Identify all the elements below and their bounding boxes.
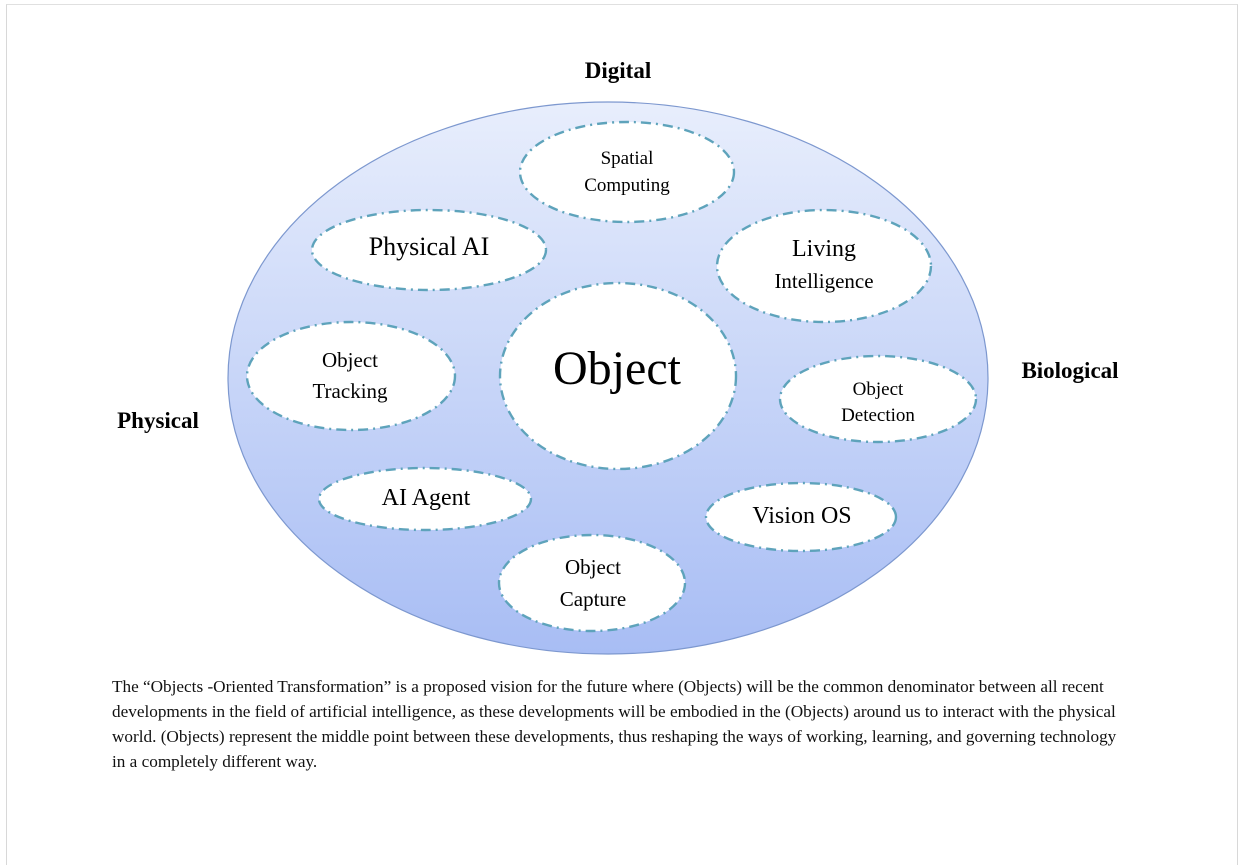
- bubble-living-intelligence: Living Intelligence: [715, 208, 933, 324]
- svg-text:Physical AI: Physical AI: [369, 232, 490, 261]
- svg-text:Detection: Detection: [841, 405, 915, 426]
- svg-text:Object: Object: [565, 555, 621, 579]
- label-biological: Biological: [1021, 358, 1118, 383]
- svg-text:Capture: Capture: [560, 587, 626, 611]
- figure-caption: The “Objects -Oriented Transformation” i…: [112, 677, 1117, 771]
- svg-text:Object: Object: [853, 379, 904, 400]
- bubble-object-capture: Object Capture: [497, 533, 687, 633]
- svg-text:Vision OS: Vision OS: [752, 503, 851, 529]
- bubble-object-tracking: Object Tracking: [245, 320, 457, 432]
- svg-text:Tracking: Tracking: [312, 379, 388, 403]
- label-physical: Physical: [117, 408, 199, 433]
- svg-text:Spatial: Spatial: [601, 148, 654, 169]
- svg-text:Intelligence: Intelligence: [774, 269, 873, 293]
- bubble-object-center: Object: [498, 281, 738, 471]
- bubble-physical-ai: Physical AI: [310, 208, 548, 292]
- svg-text:Object: Object: [553, 342, 682, 395]
- bubble-spatial-computing: Spatial Computing: [518, 120, 736, 224]
- bubble-ai-agent: AI Agent: [317, 466, 533, 532]
- svg-text:AI Agent: AI Agent: [382, 485, 471, 511]
- svg-text:Computing: Computing: [584, 175, 670, 196]
- svg-text:Living: Living: [792, 236, 856, 262]
- label-digital: Digital: [585, 58, 651, 83]
- svg-text:Object: Object: [322, 348, 378, 372]
- bubble-vision-os: Vision OS: [704, 481, 898, 553]
- bubble-object-detection: Object Detection: [778, 354, 978, 444]
